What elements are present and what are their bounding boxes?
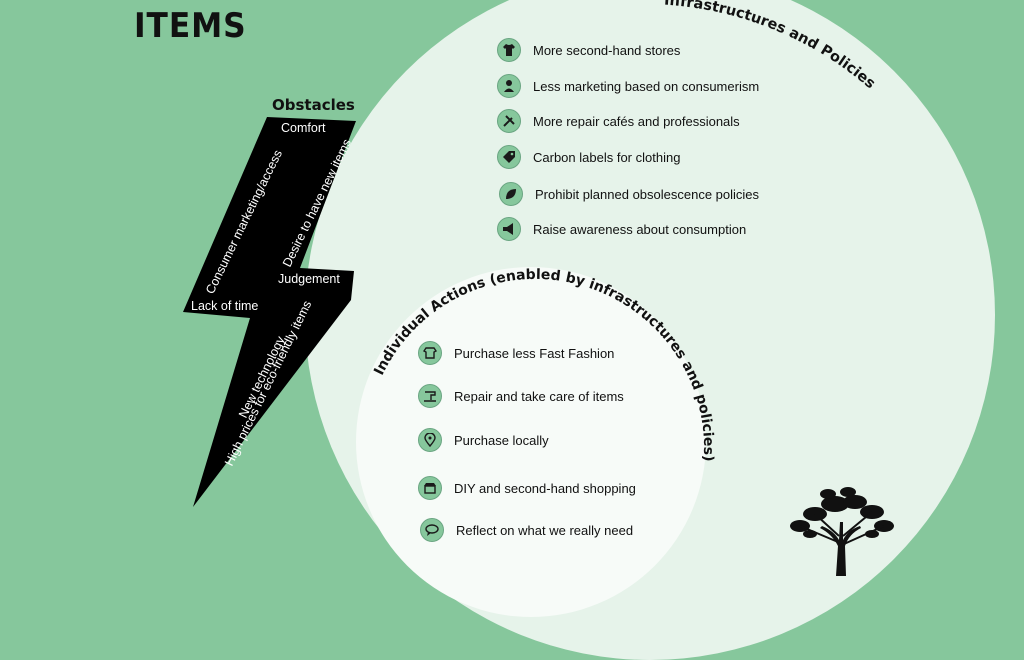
- sewing-machine-icon: [418, 384, 442, 408]
- infra-item-label: Raise awareness about consumption: [533, 221, 747, 237]
- infra-item-label: Less marketing based on consumerism: [533, 78, 760, 94]
- obstacle-lack-of-time: Lack of time: [191, 299, 259, 313]
- infra-item: Prohibit planned obsolescence policies: [499, 182, 759, 206]
- obstacle-judgement: Judgement: [278, 272, 340, 286]
- infra-item-label: More second-hand stores: [533, 42, 681, 58]
- obstacles-title: Obstacles: [272, 96, 355, 114]
- individual-item: DIY and second-hand shopping: [418, 476, 636, 500]
- infra-item-label: Prohibit planned obsolescence policies: [535, 186, 760, 202]
- infra-item-label: More repair cafés and professionals: [533, 113, 740, 129]
- infra-item: Carbon labels for clothing: [497, 145, 680, 169]
- individual-item: Repair and take care of items: [418, 384, 624, 408]
- infra-item: Raise awareness about consumption: [497, 217, 746, 241]
- infra-item: More repair cafés and professionals: [497, 109, 740, 133]
- lightning-bolt: [183, 117, 356, 507]
- page-title: ITEMS: [134, 6, 247, 46]
- megaphone-icon: [497, 217, 521, 241]
- individual-item-label: Purchase locally: [454, 432, 549, 448]
- infra-item: Less marketing based on consumerism: [497, 74, 759, 98]
- individual-item-label: DIY and second-hand shopping: [454, 480, 636, 496]
- tools-icon: [497, 109, 521, 133]
- shop-icon: [418, 476, 442, 500]
- shirt-icon: [497, 38, 521, 62]
- person-icon: [497, 74, 521, 98]
- individual-item: Reflect on what we really need: [420, 518, 633, 542]
- individual-actions-circle: [356, 267, 706, 617]
- bolt-shape: [183, 117, 356, 507]
- speech-bubble-icon: [420, 518, 444, 542]
- individual-item: Purchase less Fast Fashion: [418, 341, 614, 365]
- individual-item: Purchase locally: [418, 428, 549, 452]
- individual-item-label: Repair and take care of items: [454, 388, 624, 404]
- obstacle-comfort: Comfort: [281, 121, 326, 135]
- tag-icon: [497, 145, 521, 169]
- location-pin-icon: [418, 428, 442, 452]
- tree-icon: [790, 487, 894, 576]
- leaf-icon: [499, 182, 523, 206]
- clothes-icon: [418, 341, 442, 365]
- infra-item: More second-hand stores: [497, 38, 680, 62]
- individual-item-label: Reflect on what we really need: [456, 522, 634, 538]
- infra-item-label: Carbon labels for clothing: [533, 149, 681, 165]
- individual-item-label: Purchase less Fast Fashion: [454, 345, 615, 361]
